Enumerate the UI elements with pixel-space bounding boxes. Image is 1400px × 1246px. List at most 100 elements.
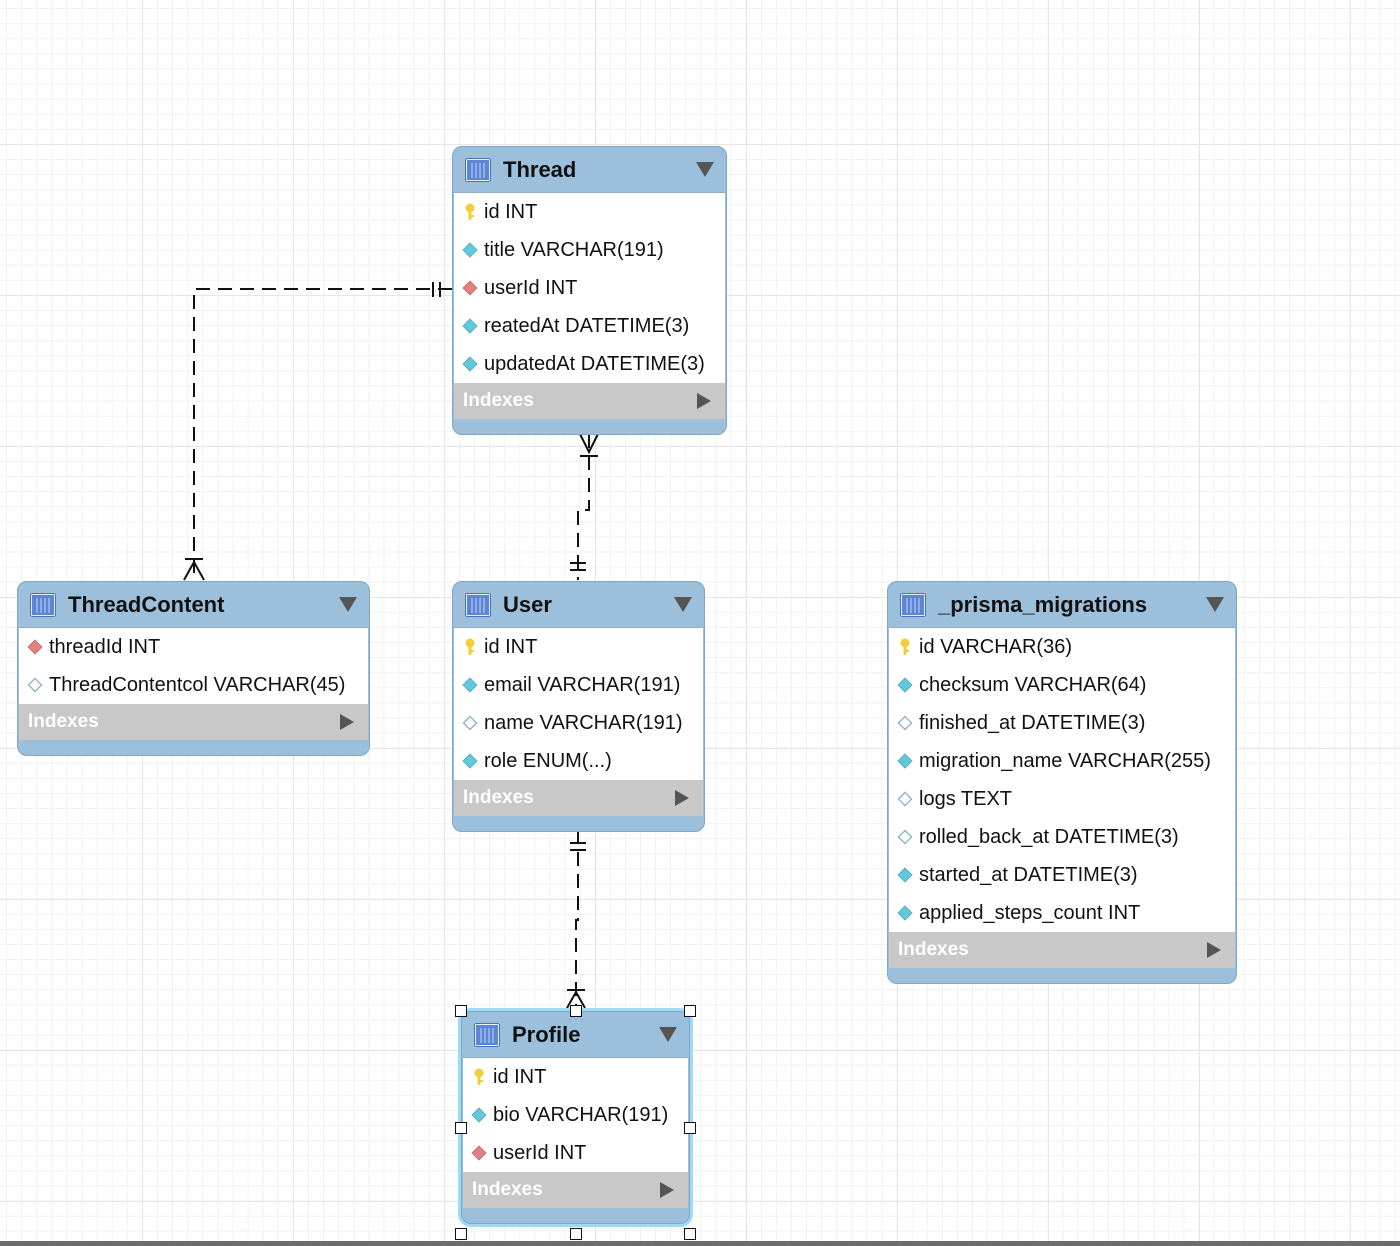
collapse-triangle-icon[interactable] — [674, 597, 692, 612]
column-label: id INT — [493, 1065, 547, 1088]
indexes-section[interactable]: Indexes — [454, 780, 703, 816]
column-list: threadId INT ThreadContentcol VARCHAR(45) — [19, 627, 368, 704]
column-row[interactable]: id VARCHAR(36) — [889, 628, 1235, 666]
column-row[interactable]: ThreadContentcol VARCHAR(45) — [19, 666, 368, 704]
expand-triangle-icon[interactable] — [660, 1182, 674, 1198]
table-footer — [888, 968, 1236, 983]
column-row[interactable]: email VARCHAR(191) — [454, 666, 703, 704]
nullable-column-icon — [27, 677, 43, 693]
table-footer — [453, 419, 726, 434]
relationship-thread-threadcontent[interactable] — [193, 288, 452, 580]
column-label: ThreadContentcol VARCHAR(45) — [49, 673, 346, 696]
column-list: id INT email VARCHAR(191) name VARCHAR(191… — [454, 627, 703, 780]
resize-handle-s[interactable] — [569, 1228, 582, 1240]
column-row[interactable]: updatedAt DATETIME(3) — [454, 345, 725, 383]
column-diamond-icon — [462, 753, 478, 769]
crowfoot-many-mark — [579, 433, 599, 455]
table-title: Profile — [512, 1021, 581, 1047]
column-label: applied_steps_count INT — [919, 901, 1141, 924]
column-row[interactable]: logs TEXT — [889, 780, 1235, 818]
column-diamond-icon — [897, 905, 913, 921]
table-footer — [453, 816, 704, 831]
expand-triangle-icon[interactable] — [697, 393, 711, 409]
column-row[interactable]: title VARCHAR(191) — [454, 231, 725, 269]
indexes-section[interactable]: Indexes — [463, 1172, 688, 1208]
collapse-triangle-icon[interactable] — [339, 597, 357, 612]
table-title: User — [503, 591, 552, 617]
expand-triangle-icon[interactable] — [340, 714, 354, 730]
primary-key-icon — [471, 1068, 487, 1085]
nullable-column-icon — [897, 715, 913, 731]
collapse-triangle-icon[interactable] — [659, 1027, 677, 1042]
column-row[interactable]: bio VARCHAR(191) — [463, 1096, 688, 1134]
resize-handle-e[interactable] — [684, 1121, 696, 1134]
table-header[interactable]: User — [453, 582, 704, 627]
column-row[interactable]: role ENUM(...) — [454, 742, 703, 780]
column-diamond-icon — [462, 356, 478, 372]
resize-handle-nw[interactable] — [455, 1005, 467, 1017]
resize-handle-n[interactable] — [569, 1005, 582, 1017]
column-row[interactable]: id INT — [463, 1058, 688, 1096]
column-diamond-icon — [897, 867, 913, 883]
table-header[interactable]: ThreadContent — [18, 582, 369, 627]
relationship-user-profile[interactable] — [575, 830, 579, 1008]
foreign-key-icon — [471, 1145, 487, 1161]
column-row[interactable]: started_at DATETIME(3) — [889, 856, 1235, 894]
column-label: updatedAt DATETIME(3) — [484, 352, 705, 375]
column-label: bio VARCHAR(191) — [493, 1103, 669, 1126]
indexes-section[interactable]: Indexes — [889, 932, 1235, 968]
table-threadcontent[interactable]: ThreadContent threadId INT ThreadContentco… — [17, 581, 370, 756]
column-diamond-icon — [471, 1107, 487, 1123]
column-row[interactable]: id INT — [454, 628, 703, 666]
table-user[interactable]: User id INT email VARCHAR(191) name VARCHAR… — [452, 581, 705, 832]
table-header[interactable]: Thread — [453, 147, 726, 192]
table-footer — [462, 1208, 689, 1223]
table-title: _prisma_migrations — [938, 591, 1148, 617]
indexes-section[interactable]: Indexes — [454, 383, 725, 419]
collapse-triangle-icon[interactable] — [1206, 597, 1224, 612]
resize-handle-ne[interactable] — [684, 1005, 696, 1017]
column-label: name VARCHAR(191) — [484, 711, 683, 734]
collapse-triangle-icon[interactable] — [696, 162, 714, 177]
column-row[interactable]: reatedAt DATETIME(3) — [454, 307, 725, 345]
canvas-bottom-border — [0, 1241, 1400, 1246]
table-title: Thread — [503, 156, 577, 182]
table-icon — [900, 592, 926, 617]
column-diamond-icon — [462, 318, 478, 334]
table-title: ThreadContent — [68, 591, 225, 617]
column-row[interactable]: applied_steps_count INT — [889, 894, 1235, 932]
table-footer — [18, 740, 369, 755]
column-row[interactable]: checksum VARCHAR(64) — [889, 666, 1235, 704]
nullable-column-icon — [462, 715, 478, 731]
column-row[interactable]: id INT — [454, 193, 725, 231]
column-row[interactable]: finished_at DATETIME(3) — [889, 704, 1235, 742]
table-icon — [30, 592, 56, 617]
column-row[interactable]: threadId INT — [19, 628, 368, 666]
column-row[interactable]: userId INT — [454, 269, 725, 307]
column-label: userId INT — [484, 276, 578, 299]
column-list: id INT bio VARCHAR(191) userId INT — [463, 1057, 688, 1172]
column-row[interactable]: name VARCHAR(191) — [454, 704, 703, 742]
column-row[interactable]: userId INT — [463, 1134, 688, 1172]
column-label: migration_name VARCHAR(255) — [919, 749, 1211, 772]
column-row[interactable]: migration_name VARCHAR(255) — [889, 742, 1235, 780]
column-row[interactable]: rolled_back_at DATETIME(3) — [889, 818, 1235, 856]
expand-triangle-icon[interactable] — [1207, 942, 1221, 958]
column-label: id VARCHAR(36) — [919, 635, 1072, 658]
resize-handle-se[interactable] — [684, 1228, 696, 1240]
resize-handle-w[interactable] — [455, 1121, 467, 1134]
resize-handle-sw[interactable] — [455, 1228, 467, 1240]
indexes-section[interactable]: Indexes — [19, 704, 368, 740]
table-header[interactable]: Profile — [462, 1012, 689, 1057]
column-label: id INT — [484, 635, 538, 658]
expand-triangle-icon[interactable] — [675, 790, 689, 806]
table-header[interactable]: _prisma_migrations — [888, 582, 1236, 627]
relationship-user-thread[interactable] — [577, 434, 590, 580]
table-icon — [474, 1022, 500, 1047]
crowfoot-many-mark — [183, 559, 205, 581]
primary-key-icon — [462, 203, 478, 220]
